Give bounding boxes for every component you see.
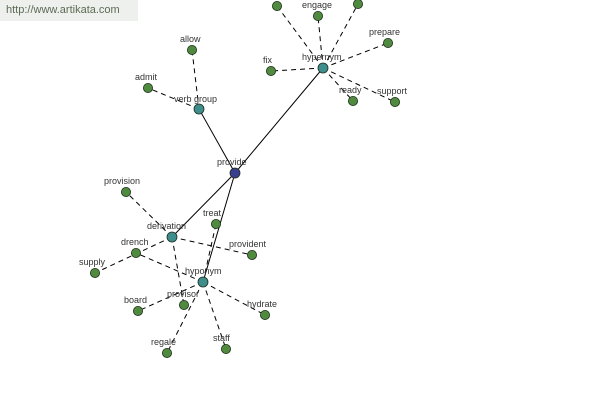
node-derivation-label: derivation <box>147 221 186 231</box>
node-staff-dot[interactable] <box>220 343 231 354</box>
node-top-right-dot[interactable] <box>353 0 363 9</box>
node-staff-label: staff <box>213 333 230 343</box>
node-provisor-dot[interactable] <box>178 299 189 310</box>
node-ready[interactable]: ready <box>339 85 362 107</box>
node-fix[interactable]: fix <box>263 55 276 77</box>
node-derivation[interactable]: derivation <box>147 221 186 243</box>
node-ready-label: ready <box>339 85 362 95</box>
node-admit[interactable]: admit <box>135 72 158 94</box>
node-regale-dot[interactable] <box>161 347 172 358</box>
node-admit-label: admit <box>135 72 158 82</box>
node-provisor[interactable]: provisor <box>167 289 199 310</box>
node-engage[interactable]: engage <box>302 0 332 21</box>
node-supply-label: supply <box>79 257 106 267</box>
node-board-dot[interactable] <box>132 305 143 316</box>
node-verb-group-label: verb group <box>174 94 217 104</box>
node-verb-group[interactable]: verb group <box>174 94 217 115</box>
node-treat-dot[interactable] <box>210 218 221 229</box>
edge-hypernym-top-right <box>322 3 359 69</box>
node-hyponym-label: hyponym <box>185 266 222 276</box>
edges-layer <box>94 3 396 354</box>
node-engage-dot[interactable] <box>312 10 323 21</box>
node-engage-label: engage <box>302 0 332 10</box>
node-prepare[interactable]: prepare <box>369 27 400 49</box>
node-hyponym[interactable]: hyponym <box>185 266 222 288</box>
node-provision-dot[interactable] <box>121 186 132 197</box>
edge-verb-group-admit <box>147 87 200 110</box>
node-prepare-dot[interactable] <box>382 38 393 49</box>
node-verb-group-dot[interactable] <box>193 103 205 115</box>
edge-hyponym-board <box>137 281 204 312</box>
edge-provide-verb-group <box>198 108 236 174</box>
node-staff[interactable]: staff <box>213 333 231 354</box>
node-hypernym[interactable]: hypernym <box>302 52 342 74</box>
node-hypernym-label: hypernym <box>302 52 342 62</box>
node-hyponym-dot[interactable] <box>197 276 209 288</box>
node-board[interactable]: board <box>124 295 147 316</box>
node-hydrate-dot[interactable] <box>259 309 270 320</box>
node-derivation-dot[interactable] <box>166 231 178 243</box>
node-drench-dot[interactable] <box>130 247 141 258</box>
edge-hypernym-fix <box>270 67 324 72</box>
node-ready-dot[interactable] <box>347 96 358 107</box>
node-hydrate-label: hydrate <box>247 299 277 309</box>
node-allow-dot[interactable] <box>186 45 197 56</box>
edge-verb-group-allow <box>191 49 200 110</box>
node-provide[interactable]: provide <box>217 157 247 179</box>
node-supply[interactable]: supply <box>79 257 106 278</box>
node-provisor-label: provisor <box>167 289 199 299</box>
edge-derivation-provision <box>125 191 173 238</box>
edge-hyponym-staff <box>202 281 227 350</box>
node-treat[interactable]: treat <box>203 208 222 229</box>
node-provident-dot[interactable] <box>246 249 257 260</box>
edge-derivation-provident <box>171 236 253 256</box>
node-fix-dot[interactable] <box>265 66 276 77</box>
node-hypernym-dot[interactable] <box>317 62 329 74</box>
node-prepare-label: prepare <box>369 27 400 37</box>
node-allow-label: allow <box>180 34 201 44</box>
node-provision[interactable]: provision <box>104 176 140 197</box>
edge-hyponym-drench <box>135 252 204 283</box>
node-drench[interactable]: drench <box>121 237 149 258</box>
node-treat-label: treat <box>203 208 222 218</box>
node-allow[interactable]: allow <box>180 34 201 56</box>
edge-hypernym-top-left <box>276 5 324 69</box>
edge-hypernym-prepare <box>322 42 389 69</box>
node-provident[interactable]: provident <box>229 239 267 260</box>
edge-hypernym-ready <box>322 67 354 102</box>
node-provide-dot[interactable] <box>229 167 241 179</box>
node-top-right[interactable] <box>353 0 363 9</box>
node-support[interactable]: support <box>377 86 408 108</box>
node-top-left-dot[interactable] <box>271 1 282 11</box>
node-admit-dot[interactable] <box>142 83 153 94</box>
edge-hypernym-support <box>322 67 396 103</box>
edge-provide-derivation <box>171 172 236 238</box>
edge-hyponym-hydrate <box>202 281 266 316</box>
node-hydrate[interactable]: hydrate <box>247 299 277 320</box>
edge-hyponym-regale <box>166 281 204 354</box>
node-provision-label: provision <box>104 176 140 186</box>
node-supply-dot[interactable] <box>90 267 101 278</box>
nodes-layer: provide verb group hypernym derivation hypon… <box>79 0 408 358</box>
edge-provide-hypernym <box>234 67 324 174</box>
node-fix-label: fix <box>263 55 273 65</box>
node-support-label: support <box>377 86 408 96</box>
edge-derivation-provisor <box>171 236 185 306</box>
node-provide-label: provide <box>217 157 247 167</box>
edge-hyponym-treat <box>202 223 217 283</box>
node-regale-label: regale <box>151 337 176 347</box>
node-top-left[interactable] <box>271 1 282 11</box>
node-board-label: board <box>124 295 147 305</box>
node-regale[interactable]: regale <box>151 337 176 358</box>
source-url[interactable]: http://www.artikata.com <box>0 0 138 21</box>
node-drench-label: drench <box>121 237 149 247</box>
node-provident-label: provident <box>229 239 267 249</box>
node-support-dot[interactable] <box>389 97 400 108</box>
